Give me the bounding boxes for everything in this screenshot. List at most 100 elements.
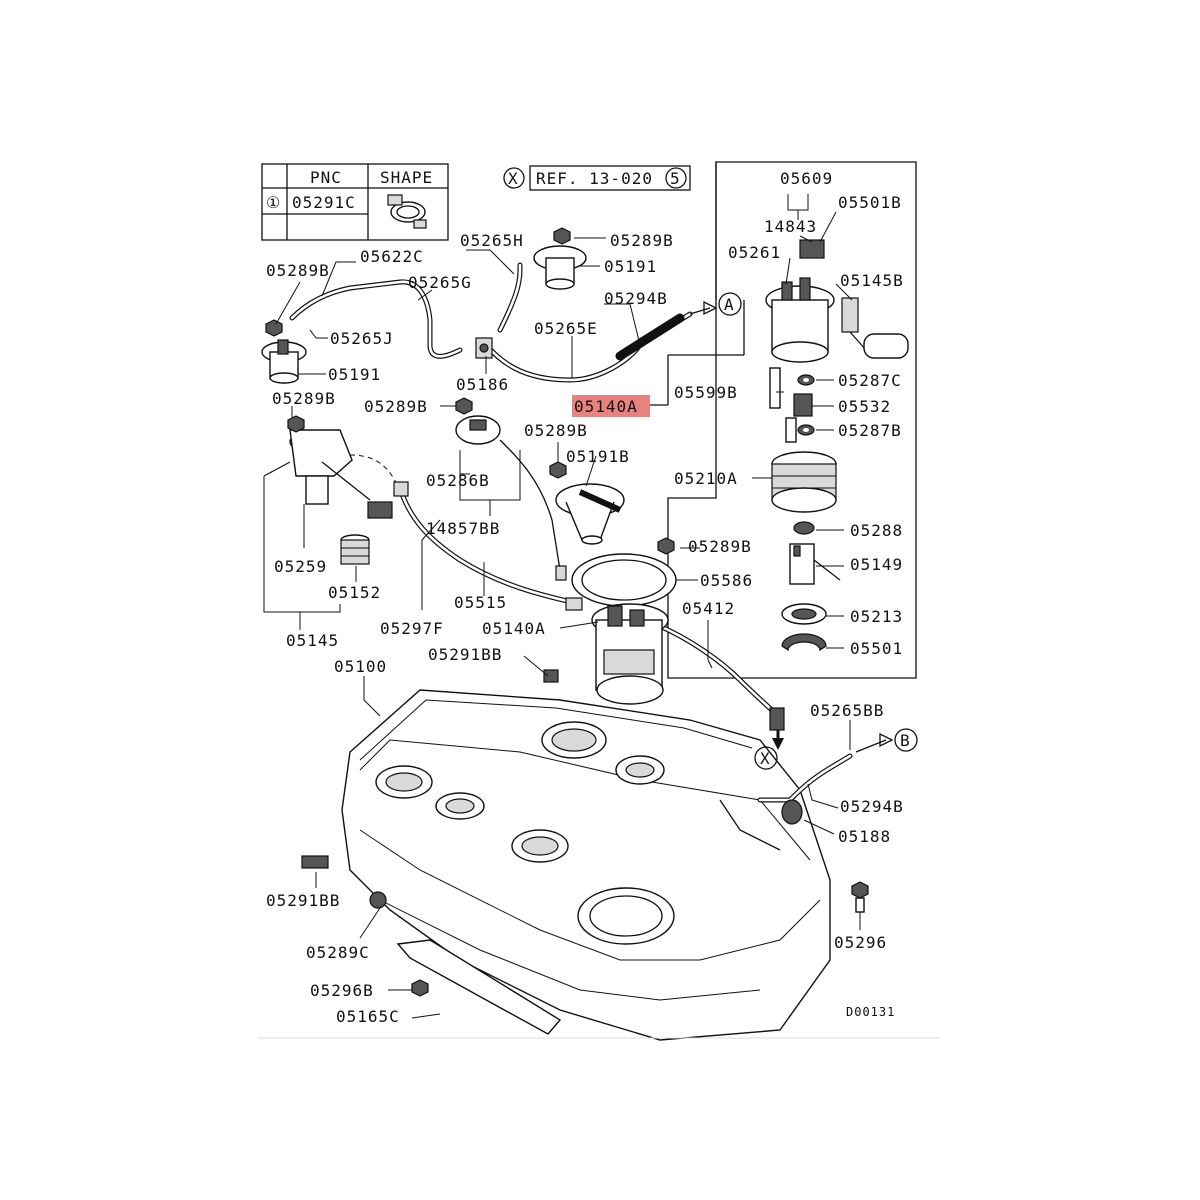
tank-opening-4 — [615, 755, 665, 785]
clip-05291BB-bottom — [301, 855, 329, 869]
label-05289B-topleft: 05289B — [266, 261, 330, 280]
connector-14843 — [799, 239, 825, 259]
filter-05152 — [340, 534, 370, 565]
hose-05412 — [661, 625, 785, 750]
label-05297F: 05297F — [380, 619, 444, 638]
part-labels: 05289B 05622C 05265H 05289B 05191 05265G… — [266, 169, 904, 1026]
nut-05289B-topleft — [265, 319, 283, 337]
label-05294B-right: 05294B — [840, 797, 904, 816]
clip-05291BB-top — [543, 669, 559, 683]
tank-opening-1 — [541, 721, 607, 759]
diagram-code: D00131 — [846, 1005, 895, 1019]
label-05213: 05213 — [850, 607, 903, 626]
legend-row-marker: ① — [266, 193, 281, 212]
left-filler-assembly — [261, 279, 463, 384]
sender-unit-05145B — [841, 297, 909, 359]
label-05501: 05501 — [850, 639, 903, 658]
filter-05210A — [771, 451, 837, 513]
holder-05213 — [781, 603, 827, 625]
label-05265BB: 05265BB — [810, 701, 884, 720]
label-05501B: 05501B — [838, 193, 902, 212]
label-05291BB-bottom: 05291BB — [266, 891, 340, 910]
label-05265H: 05265H — [460, 231, 524, 250]
valve-05186 — [475, 337, 493, 359]
bolt-05296 — [851, 881, 869, 913]
pump-detail-box — [667, 161, 917, 679]
label-05188: 05188 — [838, 827, 891, 846]
cap-05191B — [549, 461, 625, 545]
tank-opening-6 — [577, 887, 675, 945]
label-05599B: 05599B — [674, 383, 738, 402]
label-05288: 05288 — [850, 521, 903, 540]
svg-text:X: X — [760, 749, 771, 768]
label-05289B-left2: 05289B — [272, 389, 336, 408]
label-05186: 05186 — [456, 375, 509, 394]
bracket-05501 — [781, 633, 827, 652]
svg-text:A: A — [724, 295, 735, 314]
label-05261: 05261 — [728, 243, 781, 262]
label-05287B: 05287B — [838, 421, 902, 440]
nut-05289C — [369, 891, 387, 909]
tank-opening-3 — [435, 792, 485, 820]
fuel-hose-05515 — [393, 481, 583, 611]
hose-clamp-shape-icon — [387, 194, 427, 229]
legend-row-pnc: 05291C — [292, 193, 356, 212]
label-05296B: 05296B — [310, 981, 374, 1000]
label-05289B-ring: 05289B — [688, 537, 752, 556]
ring-05586 — [571, 537, 677, 607]
label-05265E: 05265E — [534, 319, 598, 338]
label-05259: 05259 — [274, 557, 327, 576]
label-05265G: 05265G — [408, 273, 472, 292]
label-05515: 05515 — [454, 593, 507, 612]
fuel-tank-05100 — [341, 689, 831, 1041]
label-05191B: 05191B — [566, 447, 630, 466]
label-05140A-pump: 05140A — [482, 619, 546, 638]
sub-pump-05259 — [287, 415, 393, 519]
reference-box: X REF. 13-020 5 — [503, 165, 691, 191]
label-05140A-highlight: 05140A — [574, 397, 638, 416]
label-05149: 05149 — [850, 555, 903, 574]
label-05210A: 05210A — [674, 469, 738, 488]
oring-05287B — [797, 424, 815, 436]
label-05145B: 05145B — [840, 271, 904, 290]
pump-top-05261 — [765, 277, 835, 363]
pump-motor-05149 — [789, 543, 841, 585]
connector-x-bottom: X — [754, 746, 778, 770]
label-05165C: 05165C — [336, 1007, 400, 1026]
label-05289B-mid: 05289B — [364, 397, 428, 416]
label-05289C: 05289C — [306, 943, 370, 962]
label-05296: 05296 — [834, 933, 887, 952]
flange-05191-top — [533, 227, 587, 290]
label-05412: 05412 — [682, 599, 735, 618]
seal-05288 — [793, 521, 815, 535]
vent-hose-05265E — [483, 262, 718, 383]
label-05145: 05145 — [286, 631, 339, 650]
ref-sheet: 5 — [670, 169, 681, 188]
label-05191-topcenter: 05191 — [604, 257, 657, 276]
bracket-05165C — [396, 939, 562, 1035]
label-05265J: 05265J — [330, 329, 394, 348]
label-14857BB: 14857BB — [426, 519, 500, 538]
label-05289B-topcenter: 05289B — [610, 231, 674, 250]
label-14843: 14843 — [764, 217, 817, 236]
leader-lines — [263, 194, 861, 1019]
label-05152: 05152 — [328, 583, 381, 602]
main-pump-05140A — [591, 603, 669, 705]
tube-05599B — [769, 367, 781, 409]
label-05586: 05586 — [700, 571, 753, 590]
oring-05287C — [797, 374, 815, 386]
highlight-box — [572, 395, 650, 417]
flange-05191-left — [261, 339, 307, 384]
legend-header-shape: SHAPE — [380, 168, 433, 187]
label-05622C: 05622C — [360, 247, 424, 266]
label-05286B: 05286B — [426, 471, 490, 490]
label-05191-left: 05191 — [328, 365, 381, 384]
grommet-05188 — [781, 799, 803, 825]
legend-table: PNC SHAPE ① 05291C — [261, 163, 449, 241]
tank-opening-2 — [375, 765, 433, 799]
label-05609: 05609 — [780, 169, 833, 188]
label-05287C: 05287C — [838, 371, 902, 390]
connector-b-right: B — [894, 728, 918, 752]
